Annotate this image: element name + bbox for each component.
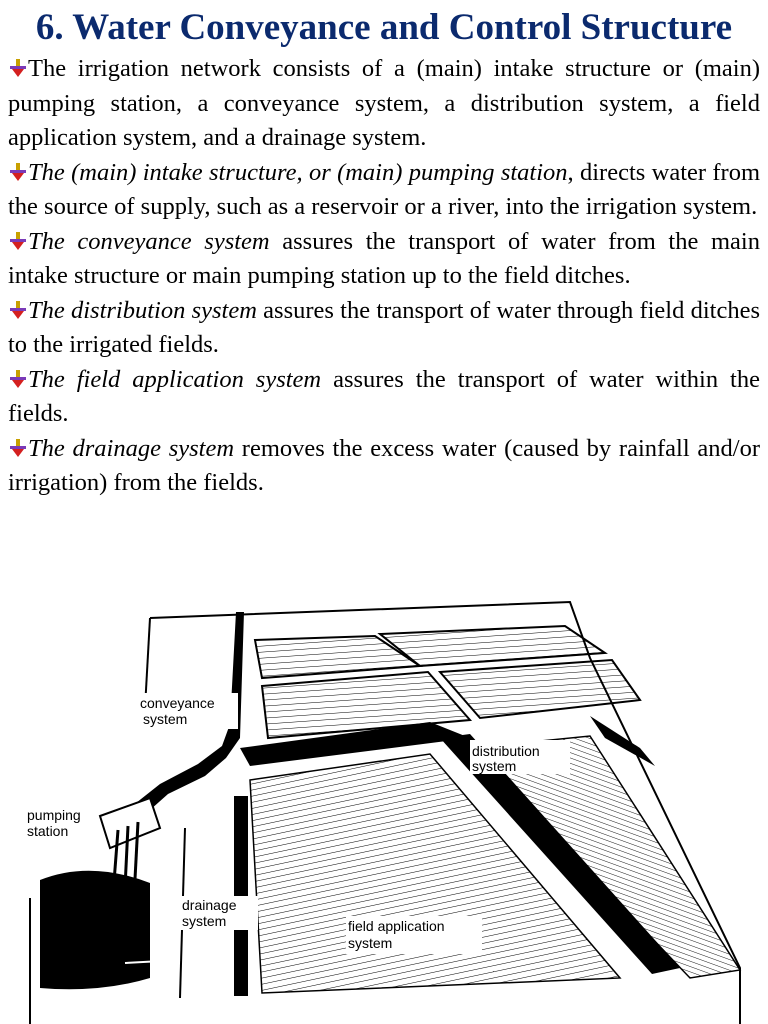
page-title: 6. Water Conveyance and Control Structur… bbox=[35, 7, 733, 48]
label-distribution-line2: system bbox=[472, 758, 516, 774]
bullet-text: assures the transport of water from the … bbox=[8, 227, 760, 290]
arrow-down-bullet-icon bbox=[10, 300, 26, 319]
bullet-lead: The field application system bbox=[28, 365, 322, 393]
bullet-text: removes the excess water (caused by rain… bbox=[8, 434, 760, 497]
bullet-text: assures the transport of water through f… bbox=[8, 296, 761, 359]
label-conveyance-line2: system bbox=[143, 711, 187, 727]
bullet-lead: The distribution system bbox=[28, 296, 257, 324]
bullet-lead: The conveyance system bbox=[28, 227, 270, 255]
arrow-down-bullet-icon bbox=[10, 231, 26, 250]
label-pumping-line1: pumping bbox=[27, 807, 81, 823]
bullet-lead: The drainage system bbox=[28, 434, 235, 462]
label-drainage-line2: system bbox=[182, 913, 226, 929]
upper-fields bbox=[253, 624, 642, 740]
figure-labels: conveyance system distribution system pu… bbox=[27, 693, 570, 954]
arrow-down-bullet-icon bbox=[10, 59, 26, 77]
bullet-lead: The (main) intake structure, or (main) p… bbox=[28, 158, 568, 186]
label-distribution-line1: distribution bbox=[472, 743, 540, 759]
bullet-text: The irrigation network consists of a (ma… bbox=[8, 55, 760, 151]
field-application-area bbox=[249, 735, 742, 994]
irrigation-network-illustration: conveyance system distribution system pu… bbox=[27, 600, 742, 1024]
arrow-down-bullet-icon bbox=[10, 438, 26, 457]
bullet-item: The drainage system removes the excess w… bbox=[8, 432, 760, 501]
label-field-line1: field application bbox=[348, 918, 445, 934]
arrow-down-bullet-icon bbox=[10, 369, 26, 388]
bullet-text: , directs water from the source of suppl… bbox=[8, 158, 761, 221]
bullet-item: The (main) intake structure, or (main) p… bbox=[8, 156, 760, 225]
distribution-ditch bbox=[440, 716, 680, 974]
bullet-item: The field application system assures the… bbox=[8, 363, 760, 432]
label-field-line2: system bbox=[348, 935, 392, 951]
label-conveyance-line1: conveyance bbox=[140, 695, 215, 711]
label-pumping-line2: station bbox=[27, 823, 68, 839]
bullet-item: The irrigation network consists of a (ma… bbox=[8, 52, 760, 156]
label-drainage-line1: drainage bbox=[182, 897, 237, 913]
bullet-item: The conveyance system assures the transp… bbox=[8, 225, 760, 294]
conveyance-canal bbox=[136, 612, 470, 810]
arrow-down-bullet-icon bbox=[10, 162, 26, 181]
bullet-list: The irrigation network consists of a (ma… bbox=[8, 52, 760, 501]
river bbox=[40, 870, 181, 990]
bullet-text: assures the transport of water within th… bbox=[8, 365, 760, 428]
bullet-item: The distribution system assures the tran… bbox=[8, 294, 760, 363]
